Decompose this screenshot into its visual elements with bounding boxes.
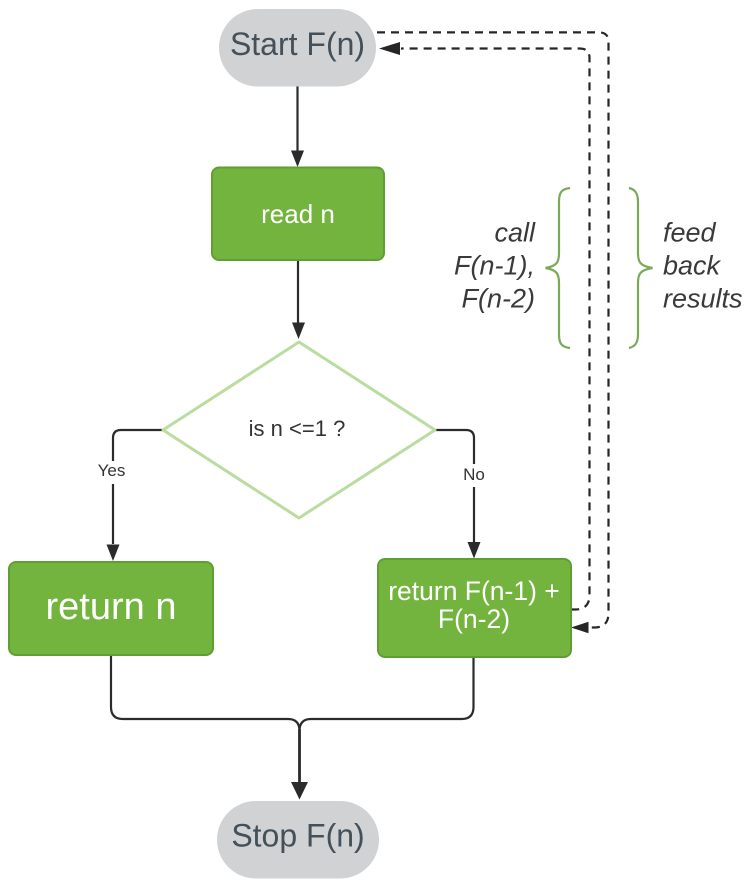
svg-text:No: No xyxy=(463,465,485,484)
svg-text:F(n-2): F(n-2) xyxy=(438,604,510,634)
svg-text:back: back xyxy=(663,251,722,281)
svg-text:results: results xyxy=(663,284,743,314)
svg-text:Start F(n): Start F(n) xyxy=(230,26,365,62)
svg-text:return n: return n xyxy=(46,586,177,628)
svg-text:return F(n-1) +: return F(n-1) + xyxy=(388,576,560,606)
svg-text:read n: read n xyxy=(261,199,335,229)
svg-text:F(n-2): F(n-2) xyxy=(462,284,536,314)
svg-text:F(n-1),: F(n-1), xyxy=(454,251,535,281)
svg-text:call: call xyxy=(494,218,536,248)
svg-text:is n <=1 ?: is n <=1 ? xyxy=(249,416,346,441)
svg-text:feed: feed xyxy=(663,218,717,248)
svg-text:Stop F(n): Stop F(n) xyxy=(231,818,364,854)
svg-text:Yes: Yes xyxy=(98,461,126,480)
